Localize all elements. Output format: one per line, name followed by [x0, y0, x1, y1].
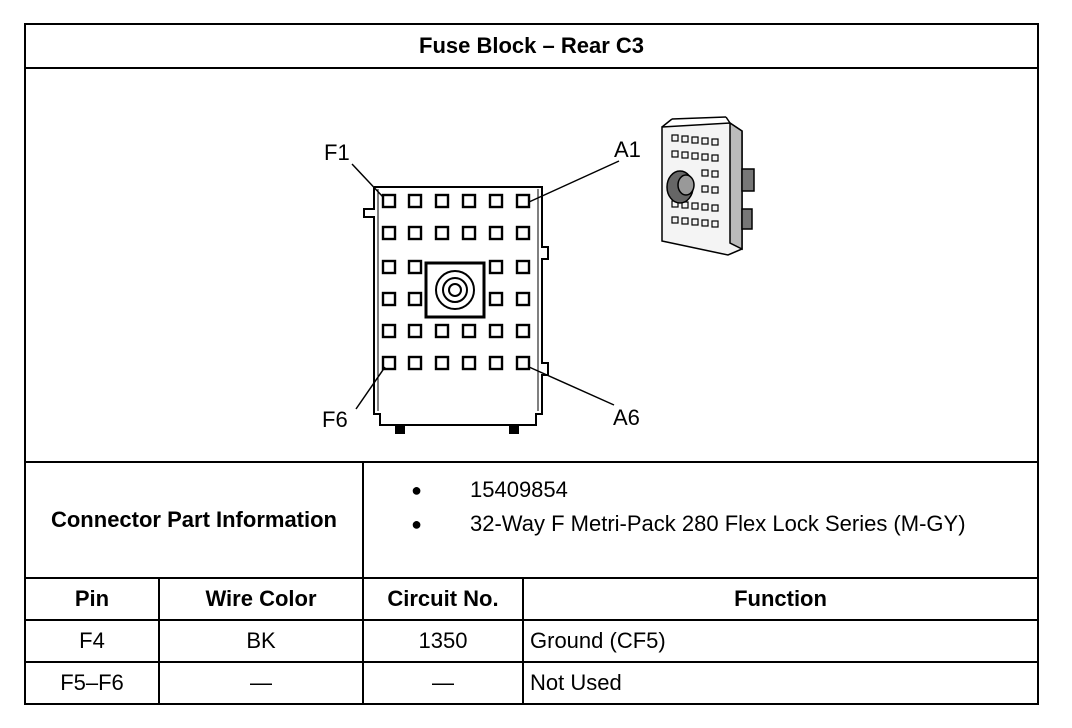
table-cell-function: Ground (CF5): [530, 628, 666, 653]
header-wire-color: Wire Color: [205, 586, 317, 611]
callout-a6: A6: [613, 405, 640, 430]
header-pin: Pin: [74, 586, 110, 611]
divider: [26, 661, 1037, 663]
list-item: ● 15409854: [366, 477, 568, 503]
document-title: Fuse Block – Rear C3: [419, 33, 644, 58]
connector-face: [363, 186, 549, 434]
table-cell-circuit: —: [432, 670, 454, 695]
part-description: 32-Way F Metri-Pack 280 Flex Lock Series…: [470, 511, 966, 536]
table-cell-wire-color: —: [250, 670, 272, 695]
divider: [158, 579, 160, 703]
connector-part-list: ● 15409854 ● 32-Way F Metri-Pack 280 Fle…: [366, 465, 1038, 577]
table-cell-wire-color: BK: [246, 628, 276, 653]
table-cell-circuit: 1350: [418, 628, 468, 653]
divider: [26, 619, 1037, 621]
bullet-icon: ●: [411, 479, 422, 500]
connector-document: Fuse Block – Rear C3: [24, 23, 1039, 705]
callout-leaders: [351, 160, 620, 410]
table-cell-pin: F4: [79, 628, 105, 653]
bullet-icon: ●: [411, 513, 422, 534]
divider: [362, 463, 364, 577]
callout-a1: A1: [614, 137, 641, 162]
list-item: ● 32-Way F Metri-Pack 280 Flex Lock Seri…: [366, 511, 966, 537]
connector-part-label: Connector Part Information: [50, 507, 337, 532]
divider: [26, 461, 1037, 463]
connector-3d-view: [661, 116, 755, 256]
divider: [522, 579, 524, 703]
callout-f6: F6: [322, 407, 348, 432]
divider: [362, 579, 364, 703]
table-cell-function: Not Used: [530, 670, 622, 695]
callout-f1: F1: [324, 140, 350, 165]
part-number: 15409854: [470, 477, 568, 502]
connector-diagram: F1 A1 F6 A6: [322, 116, 755, 434]
header-circuit-no: Circuit No.: [387, 586, 499, 611]
header-function: Function: [734, 586, 827, 611]
pin-grid: [381, 193, 531, 371]
divider: [26, 67, 1037, 69]
table-cell-pin: F5–F6: [60, 670, 124, 695]
divider: [26, 577, 1037, 579]
